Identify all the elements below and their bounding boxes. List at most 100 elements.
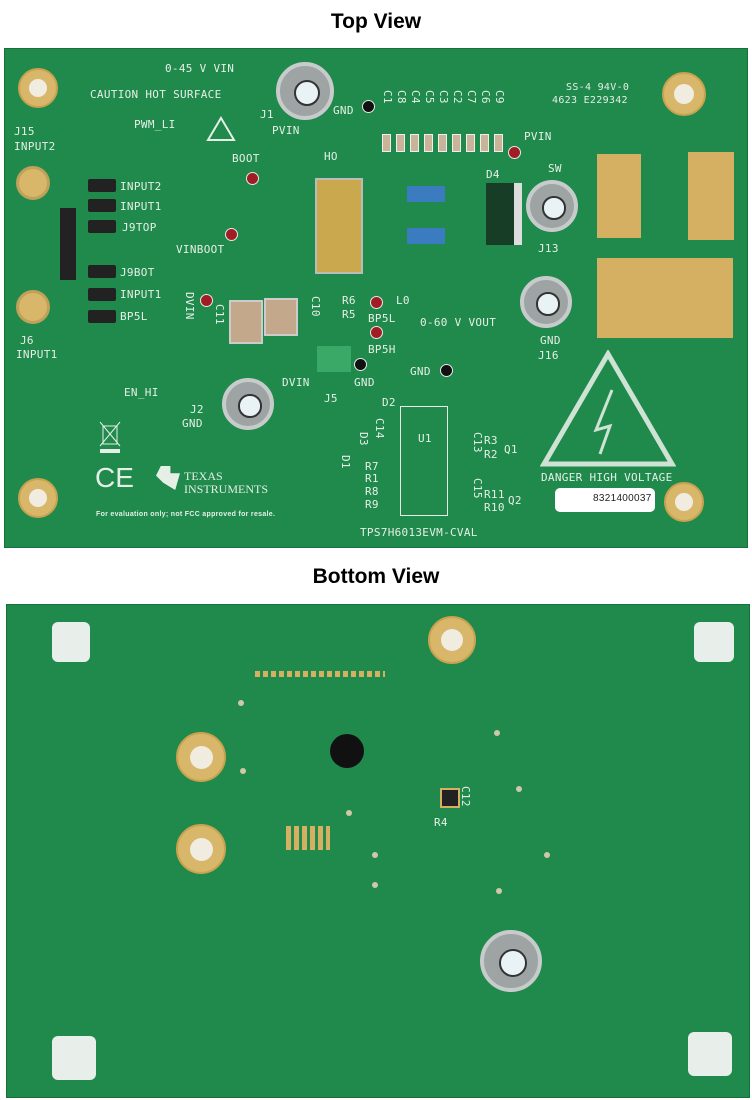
silk-label: EN_HI xyxy=(124,386,159,399)
via-row xyxy=(255,671,385,677)
jumper-j9bot xyxy=(88,265,116,278)
silk-label: PVIN xyxy=(524,130,552,143)
silk-label: R7 xyxy=(365,460,379,473)
test-point-bp5h xyxy=(370,326,383,339)
silk-label: R3 xyxy=(484,434,498,447)
silk-label: R2 xyxy=(484,448,498,461)
serial-label xyxy=(555,488,655,512)
silk-label: J6 xyxy=(20,334,34,347)
via xyxy=(346,810,352,816)
silk-label: R6 xyxy=(342,294,356,307)
silk-label: C8 xyxy=(395,90,408,104)
silk-label: HO xyxy=(324,150,338,163)
silk-label: C14 xyxy=(373,418,386,439)
silk-label: R4 xyxy=(434,816,448,829)
test-point-dvin xyxy=(200,294,213,307)
silk-label: INPUT2 xyxy=(14,140,56,153)
silk-label: C10 xyxy=(309,296,322,317)
silk-label: C7 xyxy=(465,90,478,104)
silk-label: C6 xyxy=(479,90,492,104)
silk-label: C9 xyxy=(493,90,506,104)
jumper-input1 xyxy=(88,199,116,212)
via xyxy=(372,882,378,888)
silk-label: C1 xyxy=(381,90,394,104)
test-point-gnd xyxy=(440,364,453,377)
jumper-input2 xyxy=(88,179,116,192)
silk-label: J9BOT xyxy=(120,266,155,279)
capacitor xyxy=(466,134,475,152)
silk-label: INPUT1 xyxy=(16,348,58,361)
header-j9 xyxy=(60,208,76,280)
silk-label: C2 xyxy=(451,90,464,104)
silk-label: D4 xyxy=(486,168,500,181)
silk-label: C5 xyxy=(423,90,436,104)
capacitor xyxy=(382,134,391,152)
bottom-view-title: Bottom View xyxy=(312,565,440,588)
silk-label: R5 xyxy=(342,308,356,321)
silk-label: U1 xyxy=(418,432,432,445)
capacitor xyxy=(480,134,489,152)
via xyxy=(238,700,244,706)
silk-label: J13 xyxy=(538,242,559,255)
silk-label: Q1 xyxy=(504,443,518,456)
post-bottom xyxy=(176,824,226,874)
diode-d4 xyxy=(486,183,522,245)
silk-label: J1 xyxy=(260,108,274,121)
via xyxy=(372,852,378,858)
silk-label: R11 xyxy=(484,488,505,501)
silk-label: GND xyxy=(333,104,354,117)
via xyxy=(494,730,500,736)
jumper-j9top xyxy=(88,220,116,233)
jumper-bp5l xyxy=(88,310,116,323)
hot-surface-warning-icon xyxy=(206,116,236,141)
capacitor xyxy=(410,134,419,152)
danger-label: DANGER HIGH VOLTAGE xyxy=(541,471,673,484)
capacitor-c11 xyxy=(229,300,263,344)
terminal-block-j5 xyxy=(317,346,351,372)
silk-label: D1 xyxy=(339,455,352,469)
silk-label: GND xyxy=(182,417,203,430)
test-point-gnd xyxy=(362,100,375,113)
silk-label: INPUT2 xyxy=(120,180,162,193)
silk-label: J2 xyxy=(190,403,204,416)
standoff xyxy=(688,1032,732,1076)
silk-label: SW xyxy=(548,162,562,175)
standoff xyxy=(52,622,90,662)
silk-label: R9 xyxy=(365,498,379,511)
test-point-boot xyxy=(246,172,259,185)
standoff xyxy=(52,1036,96,1080)
resistor-blue xyxy=(407,228,445,244)
component-c12 xyxy=(440,788,460,808)
silk-label: R1 xyxy=(365,472,379,485)
silk-label: 0-45 V VIN xyxy=(165,62,235,75)
silk-label: GND xyxy=(540,334,561,347)
silk-label: D3 xyxy=(357,432,370,446)
test-point-pvin xyxy=(508,146,521,159)
standoff xyxy=(694,622,734,662)
mounting-hole xyxy=(18,478,58,518)
via xyxy=(496,888,502,894)
ic-tps7h6013 xyxy=(315,178,363,274)
silk-label: SS-4 94V-0 xyxy=(566,82,630,93)
resistor-blue xyxy=(407,186,445,202)
capacitor xyxy=(494,134,503,152)
silk-label: C3 xyxy=(437,90,450,104)
silk-label: BOOT xyxy=(232,152,260,165)
test-point-gnd xyxy=(354,358,367,371)
high-voltage-warning-icon xyxy=(540,350,676,467)
post-bottom xyxy=(176,732,226,782)
silk-label: INPUT1 xyxy=(120,288,162,301)
post-j2 xyxy=(222,378,274,430)
weee-bin-icon xyxy=(99,421,121,453)
capacitor-c10 xyxy=(264,298,298,336)
mounting-hole xyxy=(664,482,704,522)
post-bottom xyxy=(428,616,476,664)
silk-label: J15 xyxy=(14,125,35,138)
capacitor xyxy=(452,134,461,152)
post-j13 xyxy=(526,180,578,232)
silk-label: J16 xyxy=(538,349,559,362)
silk-label: L0 xyxy=(396,294,410,307)
post-j1 xyxy=(276,62,334,120)
via-array xyxy=(286,826,330,850)
silk-label: C13 xyxy=(471,432,484,453)
